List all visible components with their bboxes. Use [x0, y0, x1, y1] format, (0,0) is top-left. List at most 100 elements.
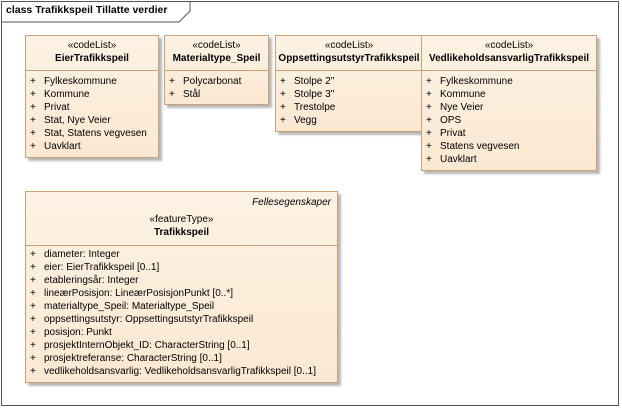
public-marker: +	[30, 262, 36, 273]
list-item: + Stolpe 3"	[280, 88, 422, 101]
class-vedlikeholdsansvarlig-trafikkspeil[interactable]: «codeList» VedlikeholdsansvarligTrafikks…	[421, 35, 597, 171]
public-marker: +	[30, 141, 36, 152]
list-item: + Stat, Nye Veier	[30, 114, 158, 127]
value-label: Nye Veier	[440, 102, 484, 113]
value-label: Privat	[44, 102, 70, 113]
public-marker: +	[30, 366, 36, 377]
attribute-label: eier: EierTrafikkspeil [0..1]	[44, 262, 160, 273]
stereotype-label: «codeList»	[192, 40, 241, 51]
public-marker: +	[30, 76, 36, 87]
stereotype-label: «codeList»	[67, 40, 117, 51]
class-name: VedlikeholdsansvarligTrafikkspeil	[428, 53, 590, 64]
class-values: +Fylkeskommune +Kommune +Nye Veier +OPS …	[422, 70, 596, 166]
value-label: Stat, Statens vegvesen	[44, 128, 147, 139]
public-marker: +	[30, 102, 36, 113]
public-marker: +	[280, 76, 286, 87]
attribute-label: etableringsår: Integer	[44, 275, 139, 286]
public-marker: +	[280, 89, 286, 100]
value-label: Uavklart	[440, 154, 477, 165]
attribute-label: vedlikeholdsansvarlig: Vedlikeholdsansva…	[44, 366, 316, 377]
list-item: + Stat, Statens vegvesen	[30, 127, 158, 140]
public-marker: +	[30, 275, 36, 286]
list-item: + Fylkeskommune	[426, 75, 596, 88]
public-marker: +	[30, 353, 36, 364]
public-marker: +	[30, 249, 36, 260]
attribute-row: + diameter: Integer	[30, 248, 337, 261]
public-marker: +	[30, 89, 36, 100]
public-marker: +	[30, 327, 36, 338]
class-trafikkspeil[interactable]: Fellesegenskaper «featureType» Trafikksp…	[25, 191, 338, 383]
tagged-value: Fellesegenskaper	[252, 197, 331, 208]
public-marker: +	[169, 89, 175, 100]
stereotype-label: «codeList»	[324, 40, 374, 51]
value-label: Kommune	[440, 89, 486, 100]
public-marker: +	[280, 115, 286, 126]
attribute-row: + vedlikeholdsansvarlig: Vedlikeholdsansv…	[30, 365, 337, 378]
list-item: + Polycarbonat	[169, 75, 268, 88]
value-label: Fylkeskommune	[440, 76, 513, 87]
value-label: Stolpe 2"	[294, 76, 335, 87]
class-name: OppsettingsutstyrTrafikkspeil	[278, 53, 420, 64]
public-marker: +	[426, 102, 432, 113]
list-item: +Uavklart	[426, 153, 596, 166]
public-marker: +	[169, 76, 175, 87]
list-item: + Kommune	[426, 88, 596, 101]
attribute-label: materialtype_Speil: Materialtype_Speil	[44, 301, 215, 312]
public-marker: +	[30, 115, 36, 126]
attribute-label: prosjektInternObjekt_ID: CharacterString…	[44, 340, 250, 351]
attribute-row: + eier: EierTrafikkspeil [0..1]	[30, 261, 337, 274]
class-name: EierTrafikkspeil	[55, 53, 129, 64]
class-materialtype-speil[interactable]: «codeList» Materialtype_Speil +Polycarbo…	[164, 35, 269, 105]
list-item: +Trestolpe	[280, 101, 422, 114]
value-label: Statens vegvesen	[440, 141, 520, 152]
attribute-label: lineærPosisjon: LineærPosisjonPunkt [0..…	[44, 288, 233, 299]
list-item: + Kommune	[30, 88, 158, 101]
attribute-row: + prosjektreferanse: CharacterString [0..…	[30, 352, 337, 365]
value-label: Fylkeskommune	[44, 76, 117, 87]
public-marker: +	[30, 128, 36, 139]
list-item: + Fylkeskommune	[30, 75, 158, 88]
value-label: Vegg	[294, 115, 317, 126]
public-marker: +	[426, 115, 432, 126]
public-marker: +	[426, 89, 432, 100]
value-label: Stolpe 3"	[294, 89, 335, 100]
attribute-label: diameter: Integer	[44, 249, 120, 260]
class-oppsettingsutstyr-trafikkspeil[interactable]: «codeList» OppsettingsutstyrTrafikkspeil…	[275, 35, 423, 132]
value-label: Uavklart	[44, 141, 81, 152]
attribute-row: + prosjektInternObjekt_ID: CharacterStrin…	[30, 339, 337, 352]
attribute-label: oppsettingsutstyr: OppsettingsutstyrTraf…	[44, 314, 254, 325]
attribute-row: +posisjon: Punkt	[30, 326, 337, 339]
public-marker: +	[280, 102, 286, 113]
value-label: Kommune	[44, 89, 90, 100]
public-marker: +	[30, 301, 36, 312]
public-marker: +	[30, 340, 36, 351]
public-marker: +	[30, 314, 36, 325]
frame-title-tab	[2, 2, 191, 23]
attribute-row: + etableringsår: Integer	[30, 274, 337, 287]
list-item: + Stål	[169, 88, 268, 101]
value-label: Polycarbonat	[183, 76, 242, 87]
diagram-title: class Trafikkspeil Tillatte verdier	[6, 4, 168, 16]
public-marker: +	[30, 288, 36, 299]
list-item: + Uavklart	[30, 140, 158, 153]
class-attributes: + diameter: Integer + eier: EierTrafikkspe…	[26, 245, 337, 378]
class-values: + Stolpe 2" + Stolpe 3" +Trestolpe + Vegg	[276, 70, 422, 127]
list-item: + Vegg	[280, 114, 422, 127]
value-label: Stat, Nye Veier	[44, 115, 111, 126]
attribute-row: + lineærPosisjon: LineærPosisjonPunkt [0.…	[30, 287, 337, 300]
value-label: Privat	[440, 128, 466, 139]
stereotype-label: «codeList»	[484, 40, 534, 51]
list-item: + OPS	[426, 114, 596, 127]
attribute-label: prosjektreferanse: CharacterString [0..1…	[44, 353, 222, 364]
list-item: + Stolpe 2"	[280, 75, 422, 88]
attribute-row: + oppsettingsutstyr: OppsettingsutstyrTra…	[30, 313, 337, 326]
class-values: + Fylkeskommune + Kommune + Privat + Stat, N…	[26, 70, 158, 153]
value-label: Stål	[183, 89, 201, 100]
list-item: +Privat	[426, 127, 596, 140]
class-eier-trafikkspeil[interactable]: «codeList» EierTrafikkspeil + Fylkeskommu…	[25, 35, 159, 158]
class-name: Trafikkspeil	[153, 227, 210, 238]
list-item: + Nye Veier	[426, 101, 596, 114]
value-label: OPS	[440, 115, 462, 126]
stereotype-label: «featureType»	[149, 214, 214, 225]
public-marker: +	[426, 76, 432, 87]
